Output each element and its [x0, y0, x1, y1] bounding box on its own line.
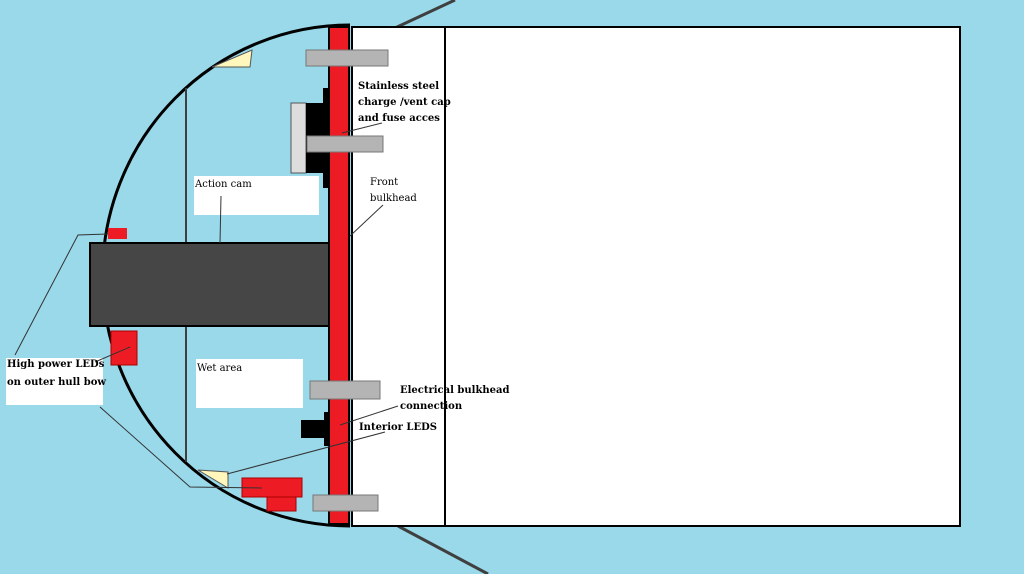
stainless-label-line3: and fuse acces	[358, 113, 440, 124]
wet-area-label: Wet area	[197, 363, 242, 374]
action-camera-body	[89, 242, 331, 327]
bolt-2	[306, 135, 384, 153]
interior-led-bottom	[197, 469, 229, 489]
interior-led-top	[211, 49, 253, 68]
front-bulkhead	[328, 26, 350, 525]
bolt-4	[312, 494, 379, 512]
electrical-label-line2: connection	[400, 401, 463, 412]
action-cam-label-box	[194, 176, 319, 215]
hp-leds-label-line1: High power LEDs	[7, 359, 105, 370]
hp-leds-label-line2: on outer hull bow	[7, 377, 106, 388]
stainless-label-line2: charge /vent cap	[358, 97, 451, 108]
vent-cap-plate	[290, 102, 307, 174]
hp-led-bottom-2	[266, 496, 297, 512]
electrical-label-line1: Electrical bulkhead	[400, 385, 510, 396]
hp-led-top	[108, 228, 127, 239]
bolt-1	[305, 49, 389, 67]
upper-hull-line	[394, 0, 456, 30]
stainless-label-line1: Stainless steel	[358, 81, 439, 92]
front-bulkhead-label-line2: bulkhead	[370, 193, 417, 204]
leader-lines	[14, 122, 399, 489]
action-cam-label: Action cam	[194, 179, 252, 190]
hp-leds-label-box	[6, 358, 103, 405]
interior-leds-label: Interior LEDS	[359, 422, 437, 433]
lower-hull-line	[397, 524, 489, 574]
front-bulkhead-label-line1: Front	[370, 177, 398, 188]
bolt-3	[309, 380, 381, 400]
hp-led-mid	[110, 330, 138, 366]
dry-hull-body	[351, 26, 961, 527]
wet-area-label-box	[196, 359, 303, 408]
